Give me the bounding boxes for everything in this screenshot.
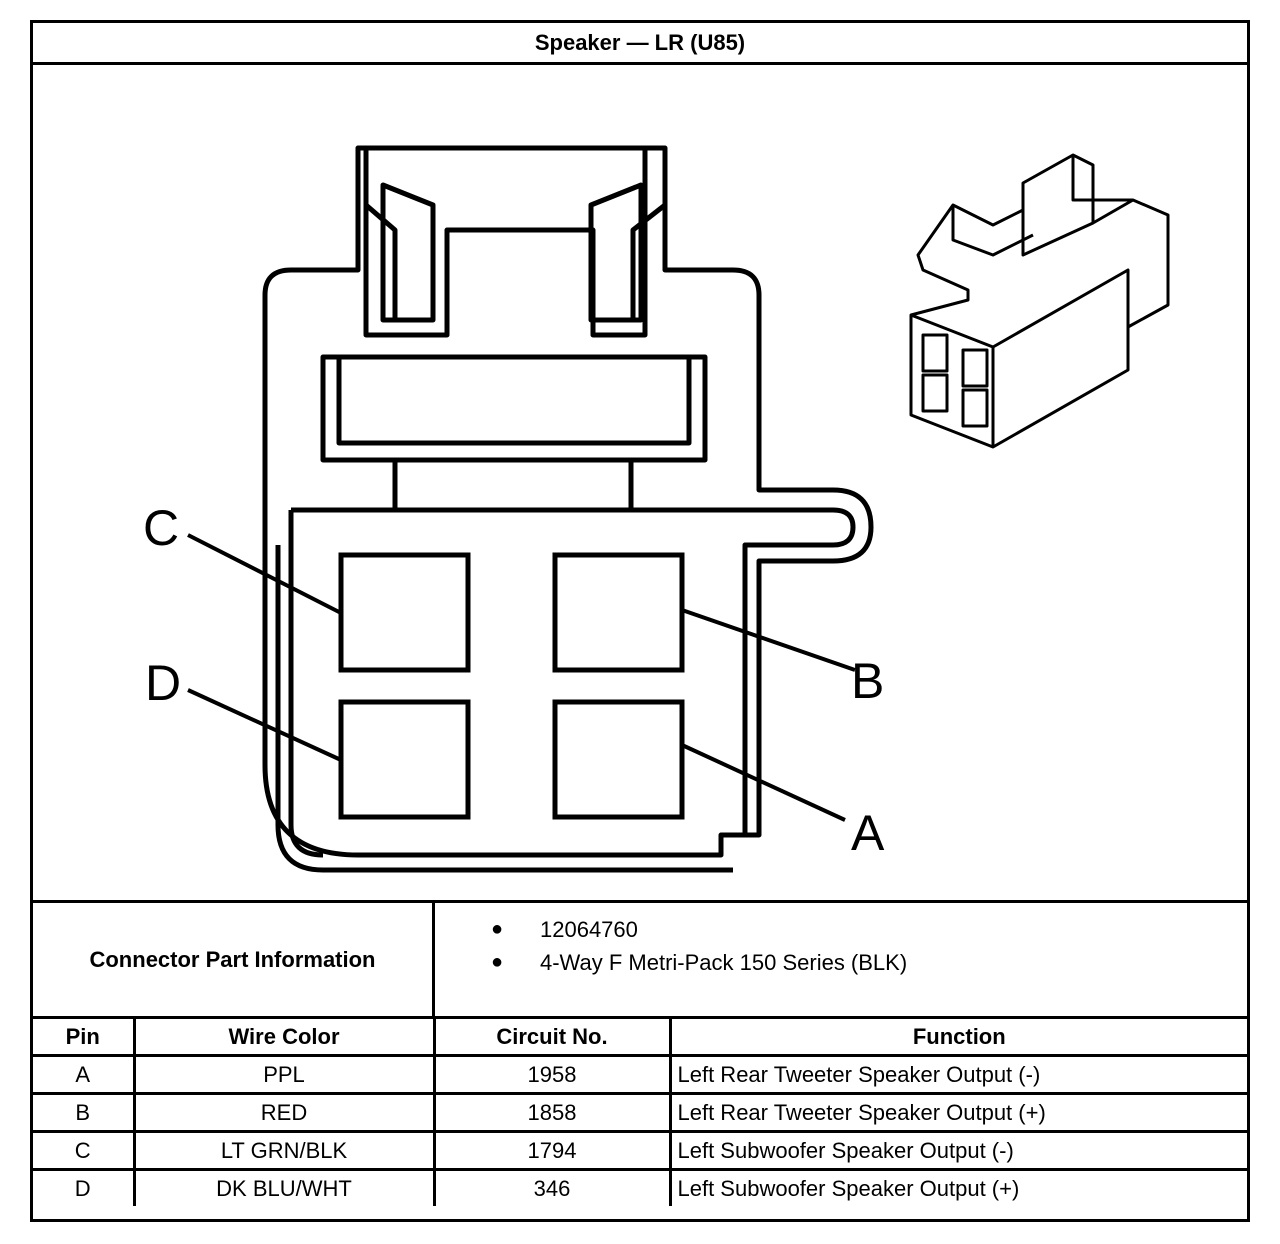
table-header-row: Pin Wire Color Circuit No. Function (33, 1016, 1247, 1057)
lock-ramp (320, 354, 708, 463)
cell-circuit: 346 (432, 1168, 672, 1206)
connector-drawing: C D B A (33, 65, 1247, 900)
cell-wire-color: DK BLU/WHT (132, 1168, 436, 1206)
cell-wire-color: PPL (132, 1054, 436, 1095)
part-number: 12064760 (540, 917, 638, 942)
pin-label-c: C (143, 500, 179, 556)
cell-pin: B (33, 1092, 136, 1133)
cell-function: Left Subwoofer Speaker Output (-) (668, 1130, 1247, 1171)
connector-part-info: Connector Part Information ● 12064760 ● 4-… (33, 900, 1247, 1016)
cell-pin: A (33, 1054, 136, 1095)
cavity-b (552, 552, 685, 673)
cell-circuit: 1958 (432, 1054, 672, 1095)
connector-description: 4-Way F Metri-Pack 150 Series (BLK) (540, 950, 908, 975)
cell-pin: D (33, 1168, 136, 1206)
page-title: Speaker — LR (U85) (33, 23, 1247, 65)
cavity-c (338, 552, 471, 673)
bullet-icon: ● (491, 918, 504, 940)
leader-d (187, 688, 342, 762)
cell-function: Left Subwoofer Speaker Output (+) (668, 1168, 1247, 1206)
list-item: ● 12064760 (435, 913, 907, 946)
connector-info-list: ● 12064760 ● 4-Way F Metri-Pack 150 Series… (435, 913, 907, 979)
cell-pin: C (33, 1130, 136, 1171)
header-wire-color: Wire Color (132, 1016, 436, 1057)
latch-outline (363, 148, 648, 338)
housing-outline (262, 145, 874, 858)
header-circuit-no: Circuit No. (432, 1016, 672, 1057)
bullet-icon: ● (491, 951, 504, 973)
pin-label-a: A (851, 805, 885, 861)
leader-c (187, 533, 342, 615)
table-row: B RED 1858 Left Rear Tweeter Speaker Out… (33, 1092, 1247, 1133)
table-row: C LT GRN/BLK 1794 Left Subwoofer Speaker… (33, 1130, 1247, 1171)
pin-label-d: D (145, 655, 181, 711)
table-row: D DK BLU/WHT 346 Left Subwoofer Speaker … (33, 1168, 1247, 1206)
header-pin: Pin (33, 1016, 136, 1057)
cell-wire-color: RED (132, 1092, 436, 1133)
connector-sheet: Speaker — LR (U85) (30, 20, 1250, 1222)
connector-isometric-icon (909, 153, 1170, 449)
cavity-d (338, 699, 471, 820)
pin-table: Pin Wire Color Circuit No. Function A PP… (33, 1016, 1247, 1206)
leader-b (681, 608, 856, 672)
list-item: ● 4-Way F Metri-Pack 150 Series (BLK) (435, 946, 907, 979)
cell-circuit: 1858 (432, 1092, 672, 1133)
cell-circuit: 1794 (432, 1130, 672, 1171)
cell-function: Left Rear Tweeter Speaker Output (+) (668, 1092, 1247, 1133)
cell-wire-color: LT GRN/BLK (132, 1130, 436, 1171)
cavity-a (552, 699, 685, 820)
cell-function: Left Rear Tweeter Speaker Output (-) (668, 1054, 1247, 1095)
header-function: Function (668, 1016, 1247, 1057)
pin-label-b: B (851, 653, 884, 709)
leader-a (681, 743, 846, 822)
table-row: A PPL 1958 Left Rear Tweeter Speaker Out… (33, 1054, 1247, 1095)
connector-face-diagram: C D B A (143, 145, 1170, 873)
connector-info-label: Connector Part Information (33, 903, 435, 1016)
